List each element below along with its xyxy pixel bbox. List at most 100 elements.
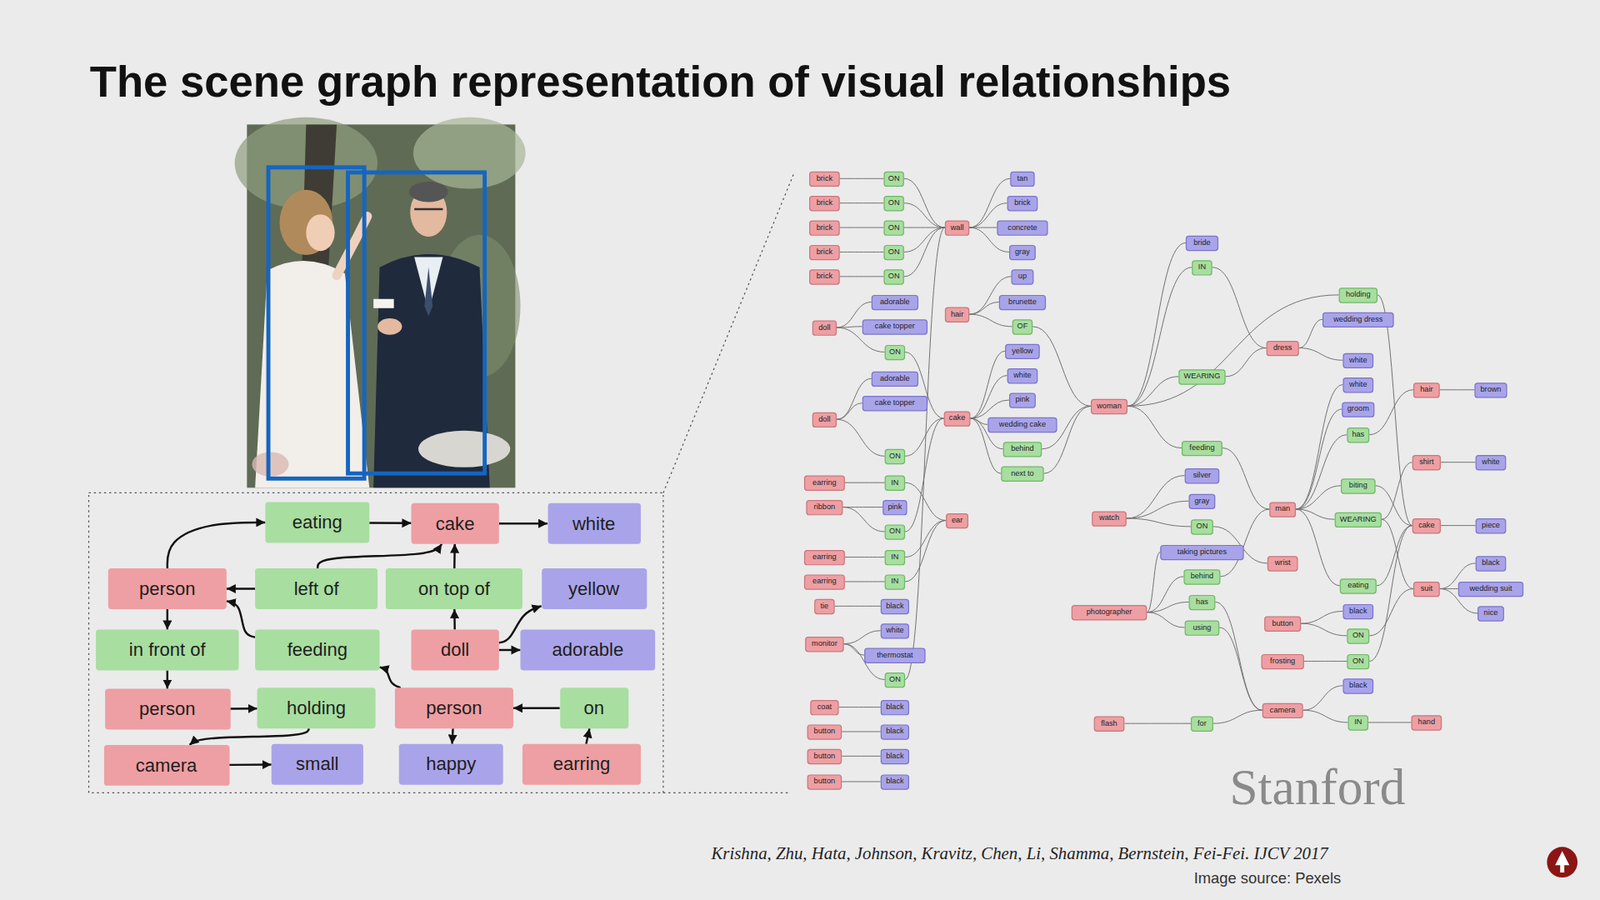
graph-edge — [839, 706, 881, 708]
node-label: holding — [1345, 290, 1371, 299]
node-label: hair — [1420, 385, 1433, 394]
attribute-node: pink — [882, 499, 907, 515]
node-label: ON — [1352, 657, 1365, 665]
attribute-node: white — [1342, 352, 1374, 368]
node-label: piece — [1481, 521, 1500, 530]
relationship-node: feeding — [255, 630, 380, 671]
relationship-node: OF — [1012, 319, 1033, 335]
attribute-node: black — [880, 724, 910, 740]
attribute-node: adorable — [520, 630, 655, 671]
relationship-node: on top of — [385, 568, 523, 610]
relation-arrow — [167, 522, 266, 569]
attribute-node: tan — [1010, 170, 1035, 186]
object-node: brick — [809, 170, 840, 186]
image-credit: Image source: Pexels — [1194, 869, 1342, 887]
node-label: black — [1481, 559, 1500, 567]
photo-groom-hand — [377, 318, 402, 335]
node-label: ON — [889, 527, 901, 535]
node-label: brick — [1014, 199, 1030, 207]
node-label: brick — [816, 223, 833, 231]
node-label: black — [885, 602, 904, 610]
object-node: cake — [944, 410, 971, 426]
attribute-node: white — [880, 623, 910, 639]
object-node: frosting — [1260, 653, 1304, 669]
graph-edge — [1127, 267, 1192, 407]
node-label: suit — [1420, 585, 1433, 593]
graph-edge — [1369, 589, 1414, 636]
graph-edge — [905, 418, 945, 532]
relationship-node: in front of — [95, 630, 239, 671]
node-label: cake topper — [875, 322, 915, 330]
relationship-node: ON — [1346, 628, 1370, 644]
relationship-node: on — [560, 687, 629, 729]
attribute-node: black — [880, 598, 910, 614]
attribute-node: wedding dress — [1322, 311, 1395, 327]
node-label: person — [139, 580, 195, 599]
object-node: tie — [814, 598, 835, 614]
attribute-node: nice — [1477, 605, 1505, 621]
node-label: bride — [1193, 239, 1210, 247]
graph-edge — [969, 301, 1000, 315]
graph-edge — [844, 644, 865, 655]
node-label: yellow — [1011, 347, 1034, 355]
object-node: brick — [809, 244, 840, 260]
object-node: hair — [945, 306, 970, 322]
attribute-node: black — [880, 774, 910, 790]
node-label: on — [583, 699, 605, 718]
attribute-node: pink — [1009, 392, 1036, 408]
node-label: doll — [818, 415, 830, 424]
object-node: brick — [809, 220, 840, 235]
node-label: adorable — [880, 298, 910, 306]
node-label: IN — [1354, 718, 1362, 726]
graph-edge — [1146, 601, 1189, 612]
object-node: coat — [810, 699, 839, 715]
object-node: person — [108, 568, 227, 610]
node-label: brick — [816, 199, 833, 207]
graph-edge — [1220, 509, 1270, 577]
graph-edge — [1303, 685, 1344, 710]
graph-edge — [841, 780, 881, 782]
graph-edge — [1146, 551, 1160, 612]
relationship-node: IN — [885, 574, 905, 590]
attribute-node: brunette — [999, 294, 1046, 310]
node-label: woman — [1096, 402, 1122, 410]
relation-arrow — [166, 670, 169, 689]
object-node: wall — [945, 220, 970, 235]
photo-foliage — [413, 117, 526, 190]
graph-edge — [1303, 710, 1349, 723]
node-label: feeding — [1189, 444, 1215, 452]
object-node: woman — [1090, 398, 1128, 414]
node-label: person — [139, 700, 195, 719]
node-label: earring — [812, 577, 837, 585]
object-node: earring — [804, 574, 845, 590]
relationship-node: left of — [255, 568, 378, 610]
citation: Krishna, Zhu, Hata, Johnson, Kravitz, Ch… — [710, 844, 1328, 865]
relation-arrow — [229, 763, 272, 766]
node-label: groom — [1347, 405, 1370, 413]
object-node: button — [1264, 615, 1301, 631]
relationship-node: biting — [1340, 478, 1376, 494]
node-label: dress — [1273, 344, 1292, 352]
graph-edge — [1127, 242, 1186, 406]
node-label: ON — [1196, 522, 1209, 530]
graph-edge — [905, 520, 946, 581]
object-node: brick — [809, 269, 840, 285]
graph-edge — [840, 202, 885, 204]
object-node: brick — [809, 195, 840, 210]
object-node: doll — [410, 630, 499, 671]
graph-edge — [970, 375, 1007, 419]
graph-edge — [1146, 612, 1185, 628]
object-node: ribbon — [805, 499, 843, 515]
node-label: monitor — [811, 640, 838, 648]
relationship-node: ON — [1190, 519, 1214, 535]
node-label: button — [1271, 620, 1294, 628]
node-label: white — [885, 626, 904, 635]
graph-edge — [842, 507, 885, 532]
object-node: earring — [804, 549, 845, 565]
object-node: suit — [1413, 580, 1440, 596]
node-label: brown — [1480, 385, 1501, 394]
graph-edge — [970, 400, 1010, 419]
node-label: black — [885, 777, 904, 785]
graph-edge — [904, 203, 945, 228]
node-label: black — [1349, 681, 1367, 690]
